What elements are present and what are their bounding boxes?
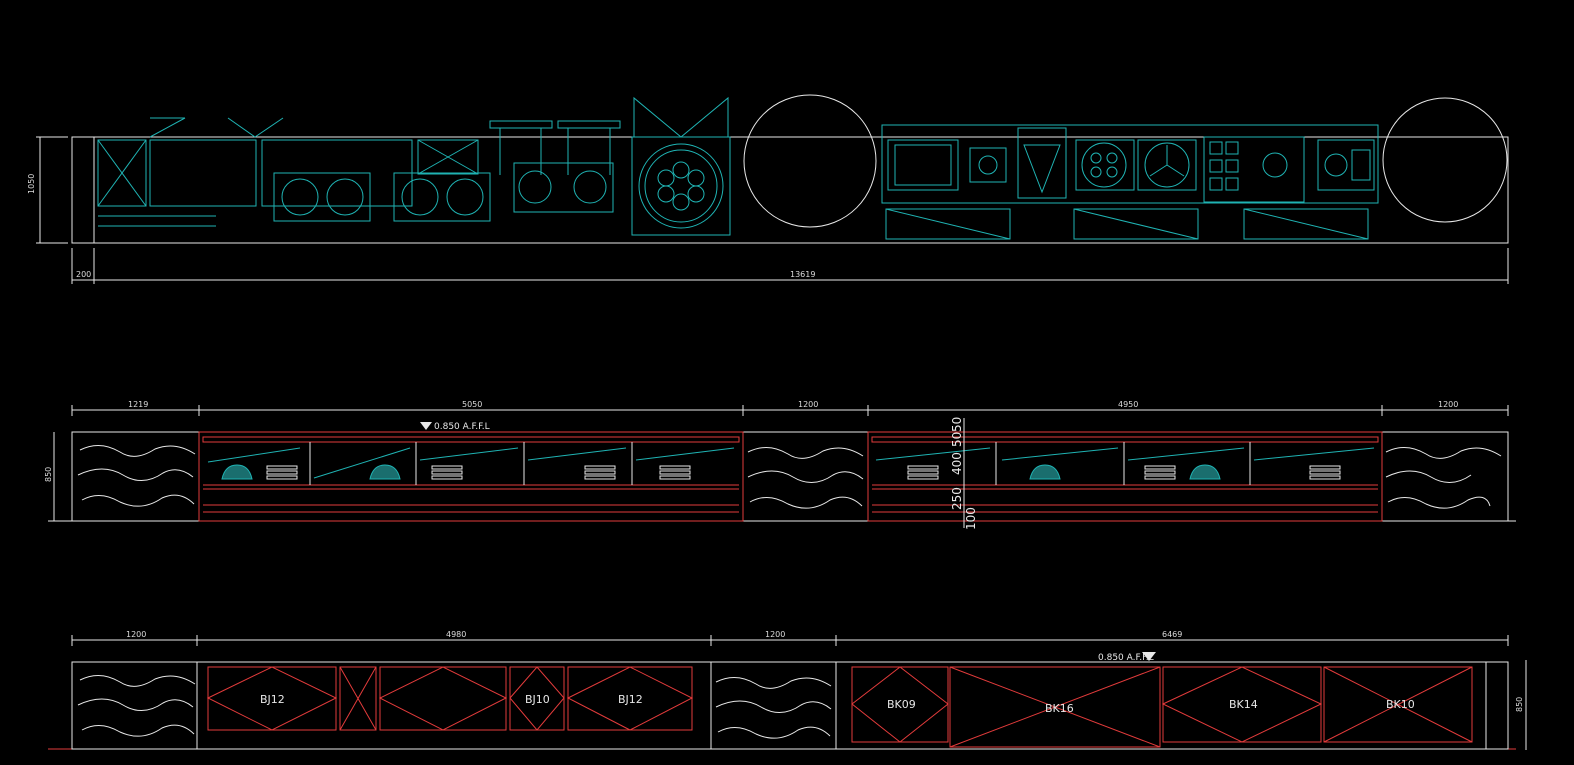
- rotary-oven: [631, 136, 731, 236]
- dim-top-4: 4950: [1118, 400, 1138, 409]
- dim-top-1: 1200: [126, 630, 146, 639]
- display-case: [867, 431, 1383, 522]
- round-table: [1382, 97, 1508, 223]
- panel-label: BJ12: [618, 693, 643, 706]
- round-table: [743, 94, 877, 228]
- elev-a-height-dim: 850: [44, 467, 53, 482]
- elev-a-level-label: 0.850 A.F.F.L: [434, 422, 490, 432]
- hatched-panel: [393, 172, 491, 222]
- panel-label: BK09: [887, 698, 916, 711]
- plan-total-dim: 13619: [790, 270, 815, 279]
- dim-top-2: 5050: [462, 400, 482, 409]
- dim-top-1: 1219: [128, 400, 148, 409]
- hatched-panel: [513, 162, 614, 213]
- elevation-b: 1200 4980 1200 6469 850 BJ12 BJ10 BJ12: [48, 630, 1527, 750]
- dim-top-3: 1200: [798, 400, 818, 409]
- vdim-3: 400: [950, 452, 964, 475]
- dim-top-4: 6469: [1162, 630, 1182, 639]
- dim-top-5: 1200: [1438, 400, 1458, 409]
- stone-panel: [71, 431, 200, 522]
- panel-label: BK10: [1386, 698, 1415, 711]
- stone-panel: [710, 661, 837, 750]
- dim-top-2: 4980: [446, 630, 466, 639]
- plan-view: 1050 200 13619: [27, 94, 1509, 284]
- stone-panel: [71, 661, 198, 750]
- stone-panel: [1381, 431, 1509, 522]
- display-case: [198, 431, 744, 522]
- panel-label: BK16: [1045, 702, 1074, 715]
- plan-left-dim: 200: [76, 270, 91, 279]
- plan-height-dim: 1050: [27, 174, 36, 194]
- panel-label: BJ10: [525, 693, 550, 706]
- stone-panel: [742, 431, 869, 522]
- level-marker-icon: [1142, 652, 1156, 661]
- vdim-1: 50: [950, 417, 964, 432]
- level-marker-icon: [420, 422, 432, 430]
- elevation-a: 1219 5050 1200 4950 1200 850: [44, 400, 1516, 530]
- vdim-2: 50: [950, 432, 964, 447]
- elev-b-height-dim: 850: [1515, 697, 1524, 712]
- plan-counter-outline: [71, 136, 1509, 244]
- elev-b-level-label: 0.850 A.F.F.L: [1098, 653, 1154, 663]
- dim-top-3: 1200: [765, 630, 785, 639]
- vdim-4: 250: [950, 487, 964, 510]
- hatched-panel: [273, 172, 371, 222]
- panel-label: BK14: [1229, 698, 1258, 711]
- vdim-5: 100: [964, 507, 978, 530]
- panel-label: BJ12: [260, 693, 285, 706]
